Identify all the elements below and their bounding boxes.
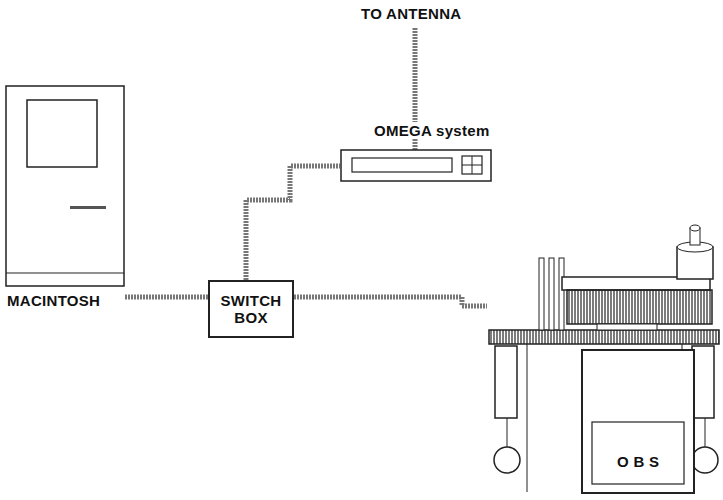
seismometer-station: O B S — [487, 222, 721, 497]
instrument-label: O B S — [615, 453, 661, 470]
computer-drawing — [5, 85, 127, 317]
seismometer-station-drawing — [487, 222, 721, 497]
cable — [246, 166, 340, 280]
cable-label: TO ANTENNA — [359, 5, 464, 22]
cable — [125, 297, 208, 298]
cable-line — [294, 297, 487, 306]
switch-box: SWITCH BOX — [208, 280, 294, 338]
box-label: SWITCH BOX — [214, 292, 288, 327]
device-label: OMEGA system — [372, 122, 492, 139]
device-label: MACINTOSH — [5, 292, 102, 309]
cable-line — [246, 166, 340, 280]
cable-line — [125, 295, 208, 300]
receiver-unit: OMEGA system — [340, 121, 512, 183]
cable — [294, 297, 487, 306]
computer: MACINTOSH — [5, 85, 127, 317]
